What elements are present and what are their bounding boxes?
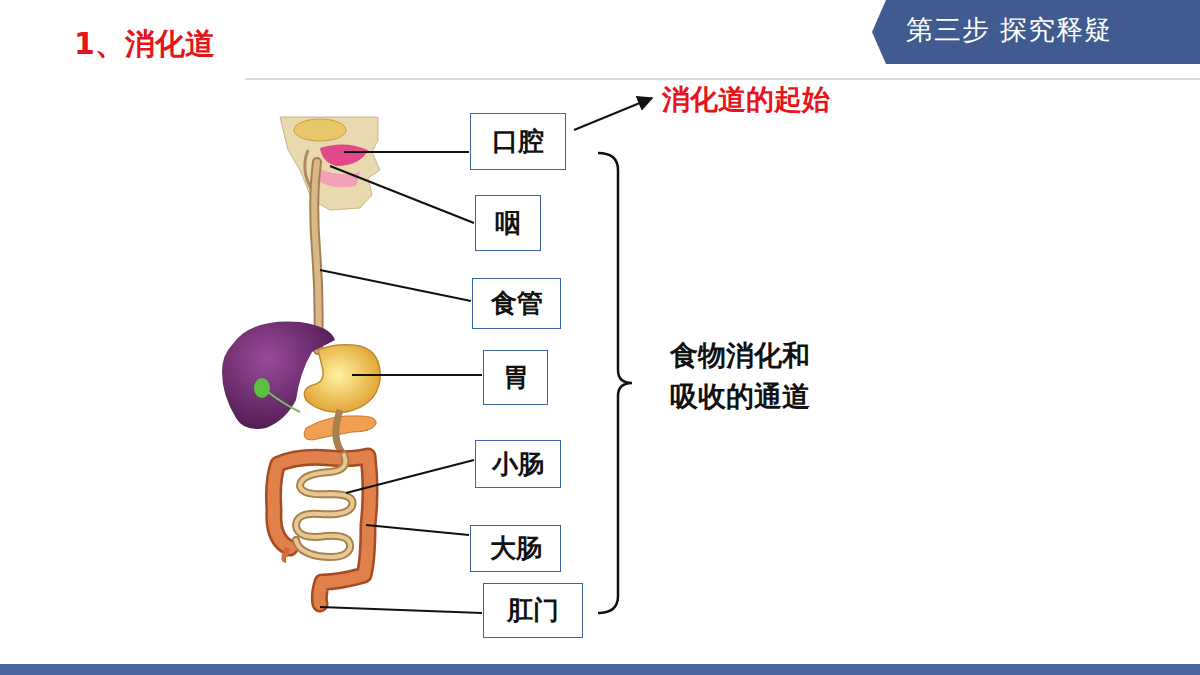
bottom-bar xyxy=(0,664,1200,675)
large-intestine xyxy=(274,456,371,604)
head-figure xyxy=(280,117,380,210)
bile-duct xyxy=(268,392,300,412)
organ-name: 咽 xyxy=(495,209,521,238)
duodenum xyxy=(336,410,344,455)
gallbladder xyxy=(254,378,270,398)
appendix xyxy=(284,548,288,560)
esophagus-tube-inner xyxy=(314,162,318,350)
callout-label: 消化道的起始 xyxy=(662,80,830,121)
banner-text: 第三步 探究释疑 xyxy=(906,12,1112,48)
organ-box: 咽 xyxy=(475,195,541,251)
organ-name: 小肠 xyxy=(492,450,544,479)
organ-name: 胃 xyxy=(503,363,529,392)
small-intestine xyxy=(296,455,353,557)
slide-title: 1、消化道 xyxy=(74,24,215,65)
liver-shape xyxy=(222,321,335,428)
organ-box: 胃 xyxy=(483,350,548,405)
organ-box: 肛门 xyxy=(483,583,583,638)
organ-box: 小肠 xyxy=(475,440,561,488)
esophagus-tube xyxy=(314,162,318,350)
organ-name: 食管 xyxy=(491,289,543,318)
small-intestine-outline xyxy=(296,455,353,557)
organ-box: 大肠 xyxy=(470,525,561,572)
stomach-shape xyxy=(304,345,380,413)
large-intestine-outline xyxy=(274,456,371,604)
organ-name: 肛门 xyxy=(507,596,559,625)
organ-box: 口腔 xyxy=(470,113,566,170)
callout-arrow xyxy=(574,98,652,130)
separator-line xyxy=(245,78,1200,80)
curly-bracket xyxy=(598,153,632,613)
organ-name: 口腔 xyxy=(492,127,544,156)
bracket-note: 食物消化和吸收的通道 xyxy=(670,336,814,417)
leader-lines xyxy=(320,152,482,613)
organ-name: 大肠 xyxy=(490,534,542,563)
organ-box: 食管 xyxy=(472,278,561,329)
step-banner: 第三步 探究释疑 xyxy=(872,0,1200,64)
